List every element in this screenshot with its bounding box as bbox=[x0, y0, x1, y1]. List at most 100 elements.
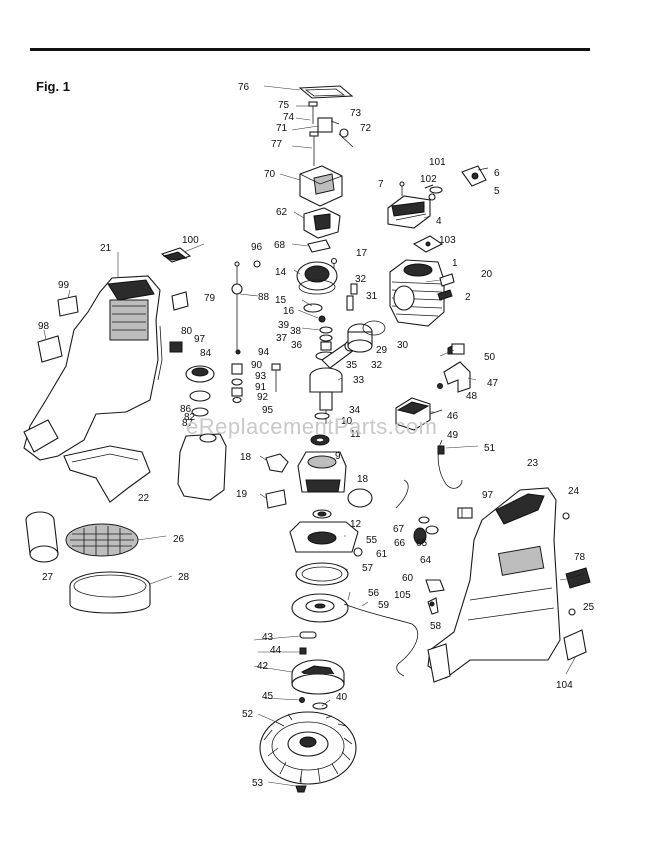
small-parts-94-92 bbox=[231, 349, 243, 404]
right-housing-part-23 bbox=[427, 487, 561, 683]
part-label-52: 52 bbox=[242, 709, 254, 720]
part-label-97: 97 bbox=[194, 334, 206, 345]
screw-parts-75-74 bbox=[308, 101, 354, 148]
part-label-105: 105 bbox=[394, 590, 411, 601]
part-label-58: 58 bbox=[430, 621, 442, 632]
part-label-42: 42 bbox=[257, 661, 269, 672]
part-19 bbox=[265, 489, 287, 509]
part-label-24: 24 bbox=[568, 486, 580, 497]
part-label-45: 45 bbox=[262, 691, 274, 702]
part-label-68: 68 bbox=[274, 240, 286, 251]
pin-parts-43-44 bbox=[299, 631, 317, 655]
part-label-40: 40 bbox=[336, 692, 348, 703]
part-label-79: 79 bbox=[204, 293, 216, 304]
part-label-64: 64 bbox=[420, 555, 432, 566]
part-label-2: 2 bbox=[465, 292, 471, 303]
part-label-20: 20 bbox=[481, 269, 493, 280]
crankcase-part-9 bbox=[297, 451, 347, 493]
part-label-36: 36 bbox=[291, 340, 303, 351]
ignition-coil-part-46 bbox=[395, 397, 443, 431]
part-label-49: 49 bbox=[447, 430, 459, 441]
part-label-93: 93 bbox=[255, 371, 267, 382]
part-12 bbox=[312, 509, 332, 519]
part-label-102: 102 bbox=[420, 174, 437, 185]
part-label-17: 17 bbox=[356, 248, 368, 259]
part-label-62: 62 bbox=[276, 207, 288, 218]
cylinder-cover-part-4 bbox=[387, 195, 431, 229]
rod-part-88 bbox=[231, 261, 243, 350]
bolt-part-77 bbox=[309, 131, 319, 166]
part-label-7: 7 bbox=[378, 179, 384, 190]
part-label-99: 99 bbox=[58, 280, 70, 291]
part-label-51: 51 bbox=[484, 443, 496, 454]
part-label-29: 29 bbox=[376, 345, 388, 356]
handle-parts-60-58 bbox=[425, 579, 445, 615]
part-label-70: 70 bbox=[264, 169, 276, 180]
fuel-tank-part-82 bbox=[177, 433, 227, 501]
part-label-56: 56 bbox=[368, 588, 380, 599]
pulley-part-56 bbox=[291, 593, 349, 623]
part-label-12: 12 bbox=[350, 519, 362, 530]
part-label-91: 91 bbox=[255, 382, 267, 393]
intake-part-14 bbox=[296, 261, 338, 295]
gasket-part-103 bbox=[412, 235, 444, 253]
part-label-22: 22 bbox=[138, 493, 150, 504]
part-label-48: 48 bbox=[466, 391, 478, 402]
part-label-96: 96 bbox=[251, 242, 263, 253]
filter-part-100 bbox=[160, 247, 192, 263]
part-label-27: 27 bbox=[42, 572, 54, 583]
carburetor-part bbox=[303, 207, 341, 239]
wrist-pin-part-31 bbox=[350, 283, 358, 295]
small-parts-67-64 bbox=[395, 479, 439, 545]
gasket-part-68 bbox=[253, 239, 338, 271]
ring-part-28 bbox=[69, 571, 151, 614]
switch-parts-79-80 bbox=[157, 291, 189, 381]
clip-part-97-right bbox=[457, 507, 473, 519]
housing-screws-24-25 bbox=[562, 512, 576, 616]
part-label-26: 26 bbox=[173, 534, 185, 545]
spark-plug-cap-parts bbox=[424, 165, 489, 201]
left-housing-part-21 bbox=[23, 275, 161, 461]
part-label-30: 30 bbox=[397, 340, 409, 351]
part-label-61: 61 bbox=[376, 549, 388, 560]
leader-lines bbox=[43, 85, 587, 787]
part-label-74: 74 bbox=[283, 112, 295, 123]
part-label-5: 5 bbox=[494, 186, 500, 197]
part-label-39: 39 bbox=[278, 320, 290, 331]
part-label-87: 87 bbox=[182, 418, 194, 429]
part-label-32: 32 bbox=[371, 360, 383, 371]
small-parts-15-16 bbox=[303, 303, 326, 323]
part-label-76: 76 bbox=[238, 82, 250, 93]
part-label-92: 92 bbox=[257, 392, 269, 403]
part-label-15: 15 bbox=[275, 295, 287, 306]
part-label-43: 43 bbox=[262, 632, 274, 643]
part-label-60: 60 bbox=[402, 573, 414, 584]
part-label-37: 37 bbox=[276, 333, 288, 344]
part-label-80: 80 bbox=[181, 326, 193, 337]
part-label-28: 28 bbox=[178, 572, 190, 583]
part-label-72: 72 bbox=[360, 123, 372, 134]
part-label-1: 1 bbox=[452, 258, 458, 269]
part-label-88: 88 bbox=[258, 292, 270, 303]
part-label-101: 101 bbox=[429, 157, 446, 168]
part-label-47: 47 bbox=[487, 378, 499, 389]
part-label-100: 100 bbox=[182, 235, 199, 246]
part-label-50: 50 bbox=[484, 352, 496, 363]
part-label-67: 67 bbox=[393, 524, 405, 535]
part-label-97: 97 bbox=[482, 490, 494, 501]
part-label-16: 16 bbox=[283, 306, 295, 317]
decal-parts-99-98 bbox=[37, 295, 79, 363]
part-label-34: 34 bbox=[349, 405, 361, 416]
part-label-35: 35 bbox=[346, 360, 358, 371]
part-label-9: 9 bbox=[335, 451, 341, 462]
screen-part-26 bbox=[65, 523, 139, 557]
part-label-84: 84 bbox=[200, 348, 212, 359]
part-label-31: 31 bbox=[366, 291, 378, 302]
elbow-part-47 bbox=[437, 361, 471, 393]
part-label-18: 18 bbox=[240, 452, 252, 463]
guard-part-22 bbox=[63, 445, 151, 503]
part-label-104: 104 bbox=[556, 680, 573, 691]
part-label-46: 46 bbox=[447, 411, 459, 422]
